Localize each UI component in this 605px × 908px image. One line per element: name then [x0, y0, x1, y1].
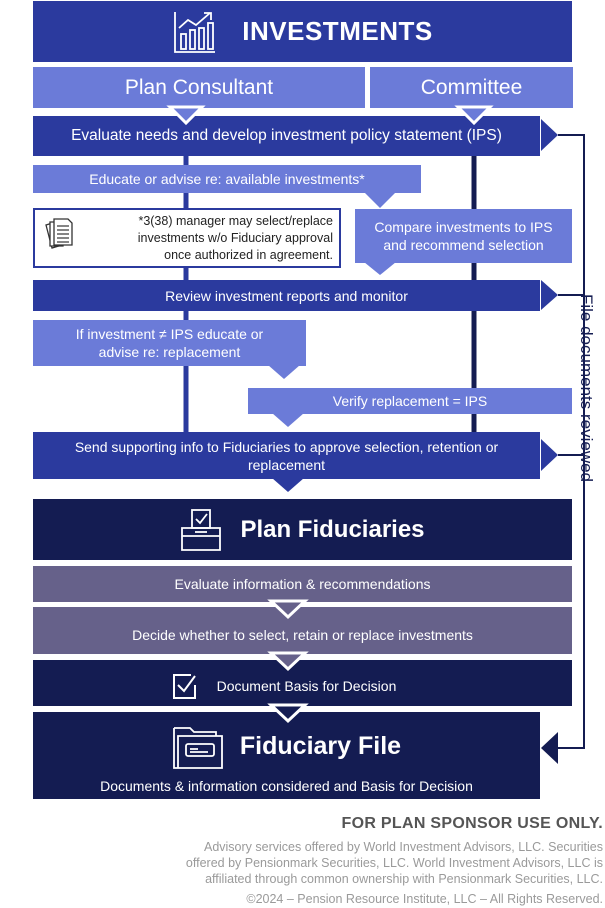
fiduciary-file-subtitle: Documents & information considered and B…: [100, 777, 473, 794]
fiduciary-file-title: Fiduciary File: [239, 732, 402, 760]
note-box: *3(38) manager may select/replace invest…: [33, 208, 341, 268]
arrow-left-icon: [541, 732, 558, 764]
investments-header: INVESTMENTS: [33, 1, 572, 62]
documents-icon: [45, 218, 73, 249]
step-evaluate-info: Evaluate information & recommendations: [33, 566, 572, 602]
step-evaluate-ips: Evaluate needs and develop investment po…: [33, 116, 540, 156]
step-educate: Educate or advise re: available investme…: [33, 165, 421, 193]
disclosure-line-3: affiliated through common ownership with…: [205, 872, 603, 886]
document-basis-label: Document Basis for Decision: [216, 678, 397, 694]
plan-fiduciaries-title: Plan Fiduciaries: [240, 515, 425, 543]
step-send: Send supporting info to Fiduciaries to a…: [33, 432, 540, 479]
step-compare: Compare investments to IPS and recommend…: [355, 209, 572, 263]
copyright: ©2024 – Pension Resource Institute, LLC …: [246, 892, 603, 906]
arrow-right-icon: [541, 119, 558, 151]
committee-column: Committee: [370, 67, 573, 108]
step-if-not-ips: If investment ≠ IPS educate or advise re…: [33, 320, 306, 366]
arrow-right-icon: [541, 439, 558, 471]
file-documents-reviewed-label: File documents reviewed: [577, 293, 596, 483]
step-verify: Verify replacement = IPS: [248, 388, 572, 414]
plan-consultant-column: Plan Consultant: [33, 67, 365, 108]
checkbox-icon: [172, 674, 196, 699]
step-review: Review investment reports and monitor: [33, 280, 540, 311]
fiduciary-file: Fiduciary File Documents & information c…: [33, 712, 540, 799]
note-text: *3(38) manager may select/replace invest…: [137, 213, 333, 262]
folder-icon: [173, 726, 223, 769]
step-document-basis: Document Basis for Decision: [33, 660, 572, 706]
disclosure-line-1: Advisory services offered by World Inves…: [203, 840, 603, 854]
investments-title: INVESTMENTS: [242, 16, 433, 46]
plan-sponsor-notice: FOR PLAN SPONSOR USE ONLY.: [341, 815, 603, 832]
arrow-right-icon: [541, 280, 558, 310]
step-decide: Decide whether to select, retain or repl…: [33, 607, 572, 654]
chart-growth-icon: [174, 11, 216, 53]
plan-fiduciaries-header: Plan Fiduciaries: [33, 499, 572, 560]
ballot-box-icon: [181, 508, 222, 551]
disclosure-line-2: offered by Pensionmark Securities, LLC. …: [185, 856, 603, 870]
